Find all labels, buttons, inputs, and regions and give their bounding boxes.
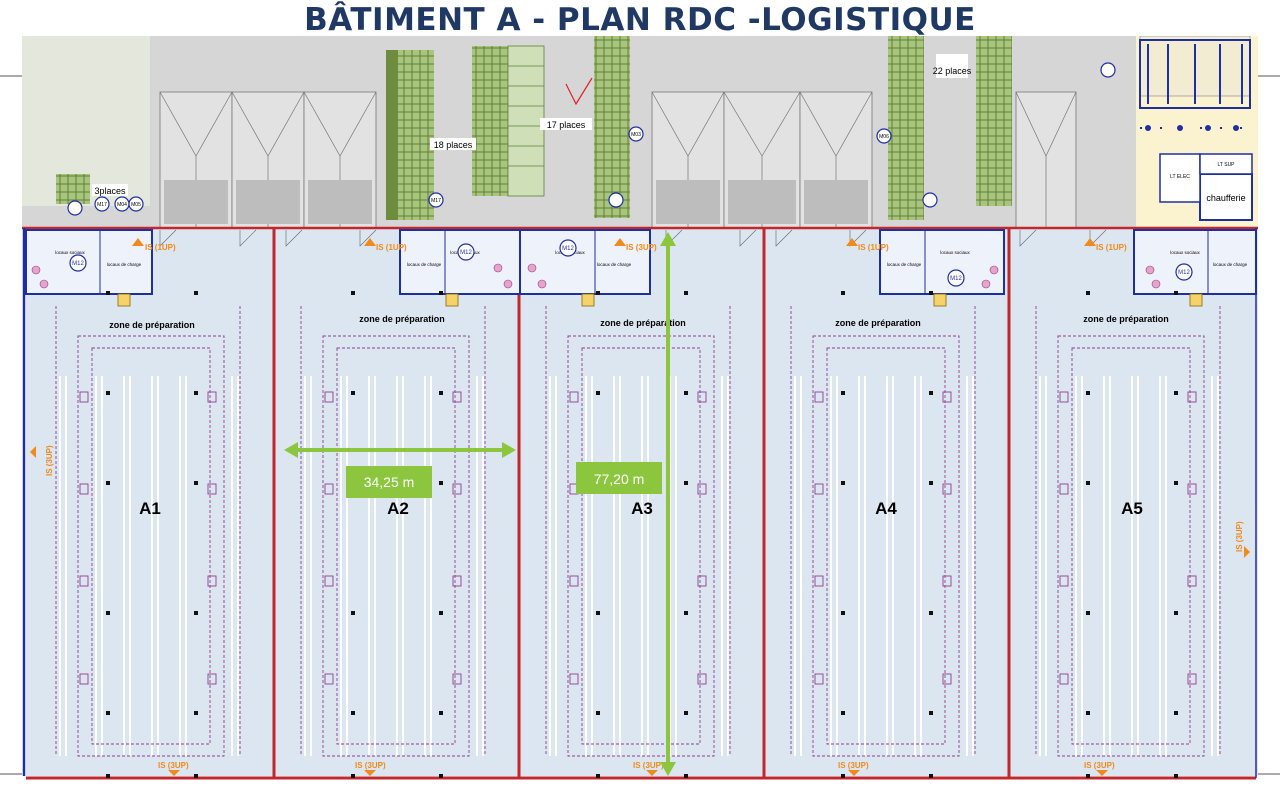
boiler-label: chaufferie [1206, 193, 1245, 203]
marker-m17-b: M17 [431, 198, 441, 204]
parking-labels: 3places 18 places 17 places 22 places [92, 54, 972, 196]
marker-m05: M05 [131, 202, 141, 208]
fire-walls [272, 228, 1011, 778]
prep-zone-label-a3: zone de préparation [600, 318, 686, 328]
marker-m04: M04 [117, 202, 127, 208]
exit-3up-bottom-a2: IS (3UP) [355, 761, 386, 770]
exit-3up-bottom-a3: IS (3UP) [633, 761, 664, 770]
depth-dimension: 77,20 m [576, 232, 676, 776]
prep-zone-label-a2: zone de préparation [359, 314, 445, 324]
marker-m12-a3: M12 [562, 246, 574, 252]
prep-zone-label-a4: zone de préparation [835, 318, 921, 328]
exit-1up-a5: IS (1UP) [1096, 243, 1127, 252]
marker-m17-a: M17 [97, 202, 107, 208]
marker-m12-a4: M12 [950, 276, 962, 282]
charging-label-a3: locaux de charge [597, 262, 632, 267]
cell-label-a1: A1 [139, 499, 161, 518]
social-label-a1: locaux sociaux [55, 250, 85, 255]
prep-zone-label-a1: zone de préparation [109, 320, 195, 330]
exit-1up-a1: IS (1UP) [145, 243, 176, 252]
cell-label-a5: A5 [1121, 499, 1143, 518]
circulation-paths [55, 306, 241, 757]
cell-label-a3: A3 [631, 499, 653, 518]
parking-22-label: 22 places [933, 66, 972, 76]
marker-m12-a2: M12 [460, 250, 472, 256]
parking-18-label: 18 places [434, 140, 473, 150]
exit-3up-west: IS (3UP) [45, 445, 54, 476]
exit-1up-a4: IS (1UP) [858, 243, 889, 252]
equipment-markers: M17 M04 M05 M17 M03 M06 [67, 62, 1116, 216]
charging-label-a5: locaux de charge [1213, 262, 1248, 267]
cell-label-a2: A2 [387, 499, 409, 518]
exit-3up-a3: IS (3UP) [626, 243, 657, 252]
sprinkler-room-label: LT SUP [1217, 162, 1235, 168]
left-landscape [22, 36, 150, 206]
parking-3-label: 3places [94, 186, 126, 196]
elec-room-label: LT ELEC [1170, 174, 1190, 180]
exit-1up-a2: IS (1UP) [376, 243, 407, 252]
marker-m03: M03 [631, 132, 641, 138]
parking-areas [56, 36, 1012, 220]
marker-m12-a1: M12 [72, 261, 84, 267]
social-label-a4: locaux sociaux [940, 250, 970, 255]
racking [59, 376, 239, 756]
marker-m06: M06 [879, 134, 889, 140]
floor-plan: chaufferie LT ELEC LT SUP [0, 36, 1280, 780]
social-label-a5: locaux sociaux [1170, 250, 1200, 255]
width-dimension-label: 34,25 m [364, 474, 415, 490]
exit-3up-east: IS (3UP) [1235, 521, 1244, 552]
depth-dimension-label: 77,20 m [594, 471, 645, 487]
structural-columns [106, 291, 1178, 778]
cell-label-a4: A4 [875, 499, 897, 518]
exit-3up-bottom-a5: IS (3UP) [1084, 761, 1115, 770]
charging-label-a1: locaux de charge [107, 262, 142, 267]
width-dimension: 34,25 m [284, 442, 516, 498]
plan-title: BÂTIMENT A - PLAN RDC -LOGISTIQUE [304, 2, 976, 38]
prep-zone-label-a5: zone de préparation [1083, 314, 1169, 324]
parking-17-label: 17 places [547, 120, 586, 130]
charging-label-a2: locaux de charge [407, 262, 442, 267]
exit-3up-bottom-a1: IS (3UP) [158, 761, 189, 770]
marker-m12-a5: M12 [1178, 270, 1190, 276]
exit-3up-bottom-a4: IS (3UP) [838, 761, 869, 770]
charging-label-a4: locaux de charge [887, 262, 922, 267]
